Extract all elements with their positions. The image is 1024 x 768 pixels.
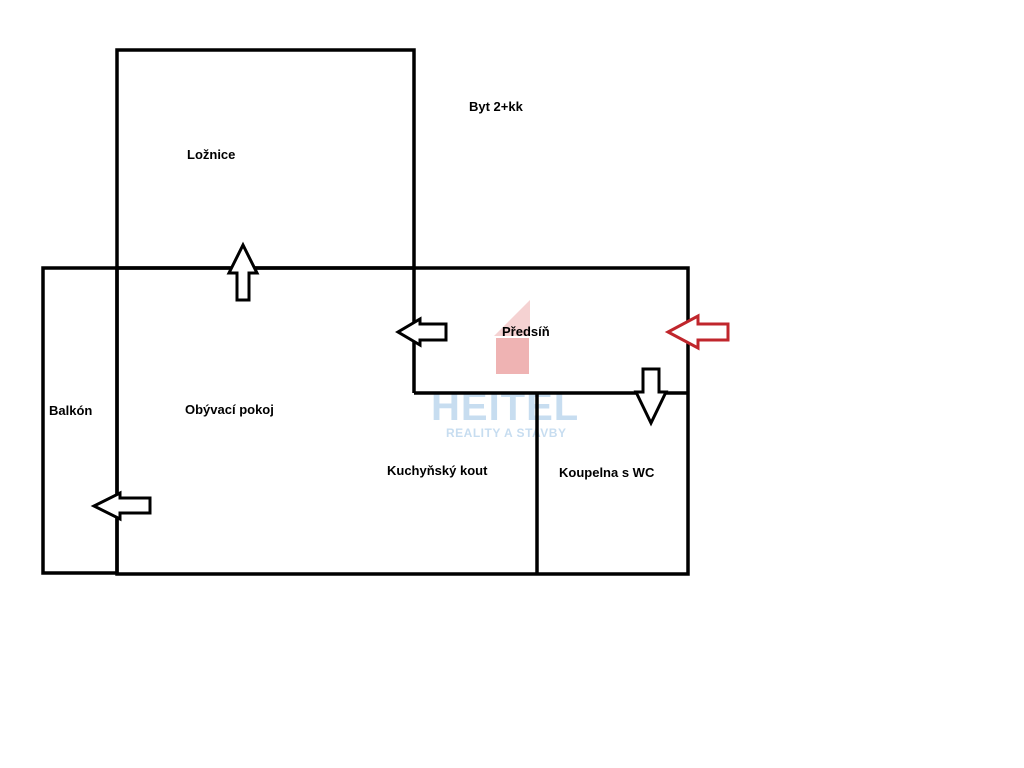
room-label-balkon: Balkón [49,403,92,418]
room-label-predsin: Předsíň [502,324,550,339]
room-label-loznice: Ložnice [187,147,235,162]
balcony-walls [41,266,119,575]
heitel-watermark: HEITEL REALITY A STAVBY [431,300,578,440]
arrow-left-balcony-icon [90,490,152,522]
plan-title: Byt 2+kk [469,99,524,114]
arrow-down-icon [633,367,669,427]
arrow-up-icon [226,241,260,302]
room-label-obyvaci-pokoj: Obývací pokoj [185,402,274,417]
bedroom-walls [115,48,416,270]
arrow-left-icon [395,316,448,348]
room-label-koupelna: Koupelna s WC [559,465,655,480]
walls [41,48,690,576]
arrows [90,241,730,522]
main-walls [115,266,690,576]
watermark-tagline: REALITY A STAVBY [446,426,566,440]
room-label-kuchynsky-kout: Kuchyňský kout [387,463,488,478]
labels: Byt 2+kk Ložnice Předsíň Balkón Obývací … [49,99,655,480]
entrance-arrow-icon [664,313,730,351]
heitel-logo-icon [494,300,530,374]
